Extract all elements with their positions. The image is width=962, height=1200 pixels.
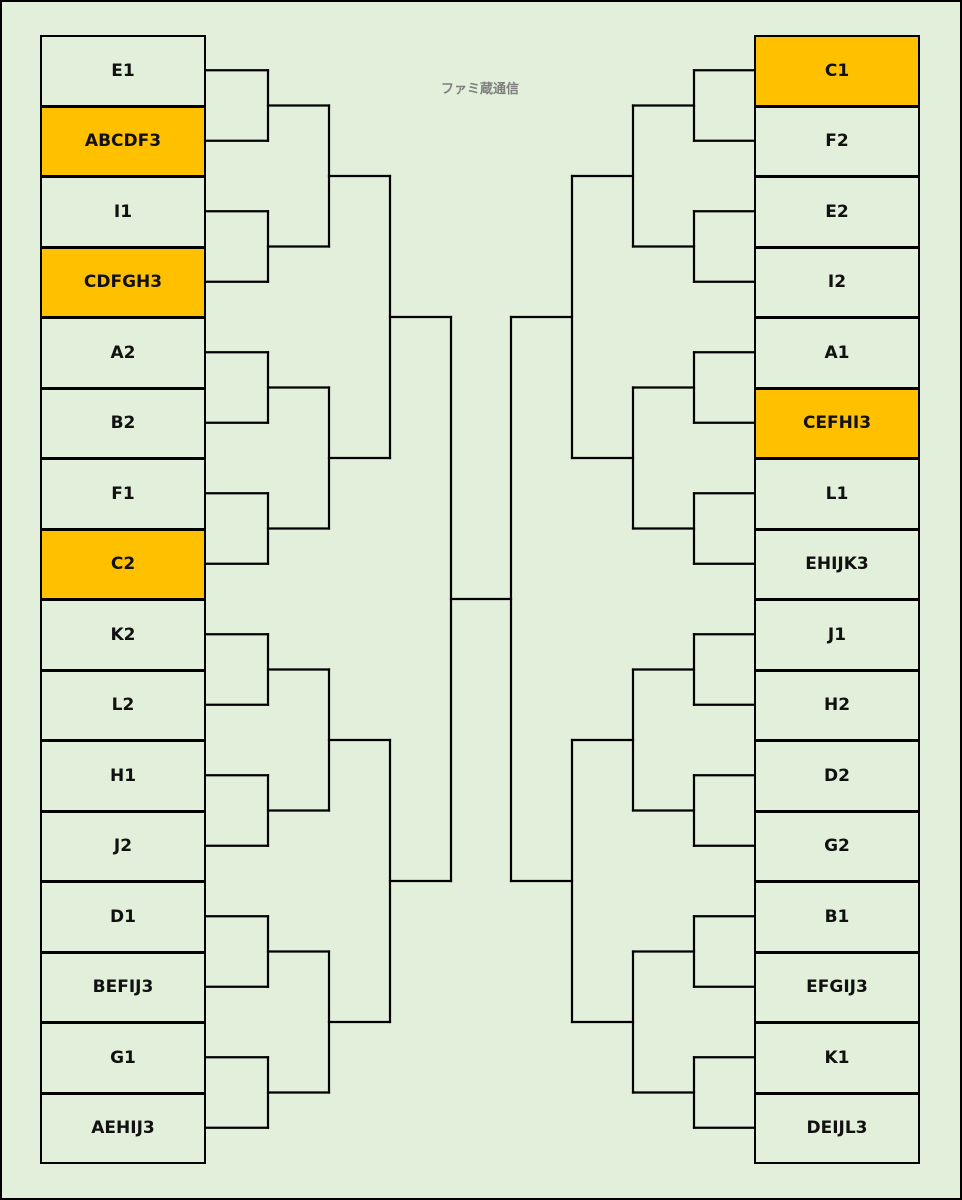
left-team-15: G1 xyxy=(40,1022,206,1094)
right-team-11: D2 xyxy=(754,740,920,812)
left-team-1: E1 xyxy=(40,35,206,107)
right-team-7: L1 xyxy=(754,458,920,530)
right-team-13: B1 xyxy=(754,881,920,953)
right-team-15: K1 xyxy=(754,1022,920,1094)
left-team-4: CDFGH3 xyxy=(40,246,206,318)
left-team-3: I1 xyxy=(40,176,206,248)
left-team-8: C2 xyxy=(40,528,206,600)
left-team-7: F1 xyxy=(40,458,206,530)
right-team-4: I2 xyxy=(754,246,920,318)
left-team-13: D1 xyxy=(40,881,206,953)
right-team-5: A1 xyxy=(754,317,920,389)
right-team-6: CEFHI3 xyxy=(754,387,920,459)
right-team-12: G2 xyxy=(754,810,920,882)
right-team-8: EHIJK3 xyxy=(754,528,920,600)
right-team-16: DEIJL3 xyxy=(754,1092,920,1164)
right-team-9: J1 xyxy=(754,599,920,671)
left-team-10: L2 xyxy=(40,669,206,741)
right-team-2: F2 xyxy=(754,105,920,177)
right-team-3: E2 xyxy=(754,176,920,248)
left-team-11: H1 xyxy=(40,740,206,812)
left-team-12: J2 xyxy=(40,810,206,882)
left-team-2: ABCDF3 xyxy=(40,105,206,177)
right-team-14: EFGIJ3 xyxy=(754,951,920,1023)
right-team-1: C1 xyxy=(754,35,920,107)
left-team-16: AEHIJ3 xyxy=(40,1092,206,1164)
left-team-14: BEFIJ3 xyxy=(40,951,206,1023)
left-team-5: A2 xyxy=(40,317,206,389)
credit-text: ファミ蔵通信 xyxy=(440,82,519,97)
left-team-9: K2 xyxy=(40,599,206,671)
right-team-10: H2 xyxy=(754,669,920,741)
left-team-6: B2 xyxy=(40,387,206,459)
